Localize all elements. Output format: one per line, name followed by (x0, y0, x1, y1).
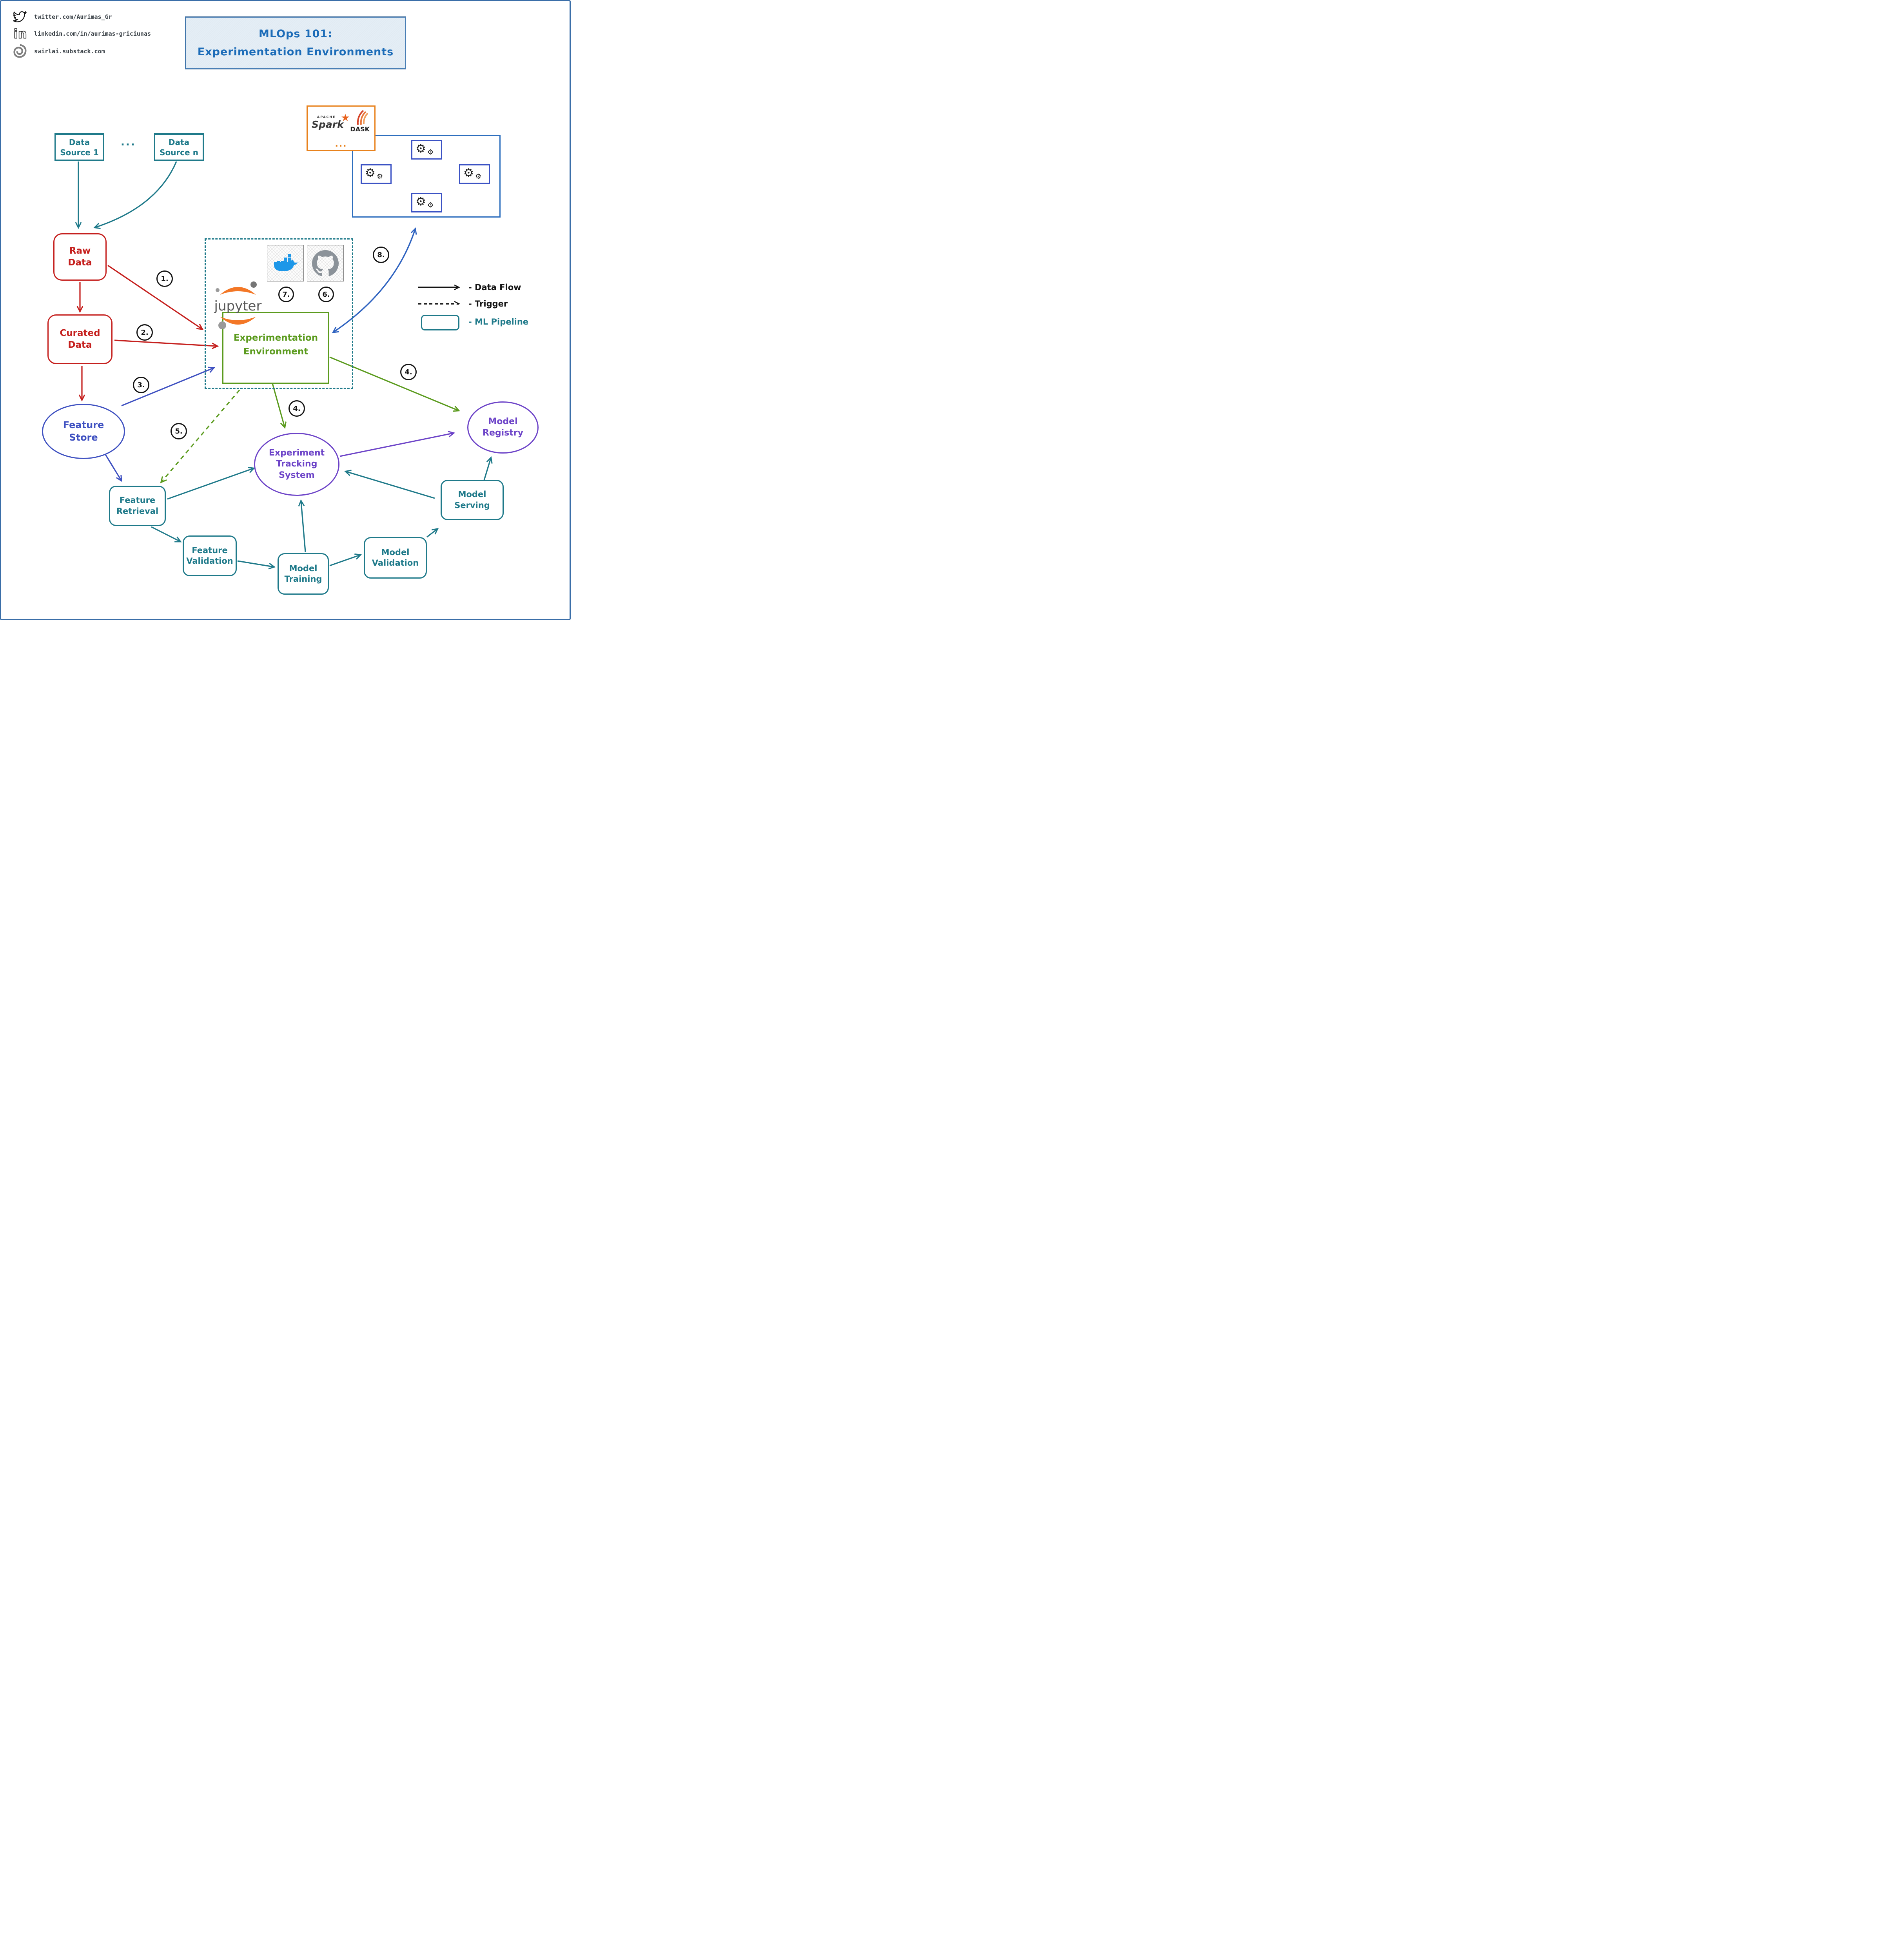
cluster-worker-right: ⚙ ⚙ (459, 164, 490, 184)
github-tile (307, 245, 344, 281)
tools-ellipsis: ... (335, 139, 347, 149)
cluster-worker-bottom: ⚙ ⚙ (411, 193, 442, 212)
node-data-source-n: Data Source n (154, 133, 204, 161)
dask-icon (357, 110, 368, 125)
cluster-worker-top: ⚙ ⚙ (411, 140, 442, 160)
step-badge-1: 1. (156, 270, 173, 287)
social-linkedin: in linkedin.com/in/aurimas-griciunas (12, 26, 151, 41)
gears-icon: ⚙ (365, 166, 376, 180)
arrow-curated-to-env (114, 339, 217, 346)
page-title-line2: Experimentation Environments (197, 45, 394, 58)
step-badge-8: 8. (373, 247, 389, 263)
dask-logo: DASK (350, 110, 370, 133)
arrow-retrieval-to-validation (151, 526, 180, 541)
github-icon (312, 250, 339, 276)
legend-ml-pipeline-shape (421, 315, 459, 330)
node-model-training: Model Training (278, 553, 329, 595)
node-feature-validation: Feature Validation (183, 535, 237, 576)
arrow-tracking-to-registry (339, 433, 453, 457)
sources-ellipsis: ... (121, 136, 136, 148)
arrow-training-to-modelval (329, 555, 360, 566)
docker-tile (267, 245, 304, 281)
gears-icon: ⚙ (416, 142, 426, 156)
data-source-n-label: Data (168, 137, 190, 147)
arrow-featurestore-to-retrieval (104, 454, 121, 480)
step-badge-2: 2. (136, 324, 153, 341)
arrow-sourcen-to-raw (95, 161, 177, 227)
docker-icon (274, 254, 298, 271)
arrow-serving-to-tracking (346, 472, 435, 499)
linkedin-icon: in (13, 26, 27, 41)
node-model-registry: Model Registry (467, 401, 539, 454)
social-substack-text: swirlai.substack.com (34, 48, 105, 55)
jupyter-dot-medium (250, 281, 257, 288)
social-substack: swirlai.substack.com (12, 44, 105, 59)
cluster-worker-left: ⚙ ⚙ (361, 164, 392, 184)
node-experiment-tracking-system: Experiment Tracking System (254, 433, 339, 496)
node-raw-data: Raw Data (53, 233, 107, 281)
compute-tools-box: APACHE Spark ★ DASK ... (307, 105, 376, 151)
jupyter-crescent-bottom (220, 317, 256, 325)
gear-small-icon: ⚙ (377, 172, 383, 181)
data-source-1-label: Data (69, 137, 90, 147)
arrow-raw-to-env (107, 265, 202, 329)
step-badge-4b: 4. (400, 364, 417, 380)
swirl-icon (13, 44, 27, 58)
legend-ml-pipeline-label: - ML Pipeline (468, 317, 529, 327)
step-badge-5: 5. (171, 423, 187, 439)
jupyter-wordmark: jupyter (214, 298, 262, 314)
jupyter-crescent-top (220, 287, 256, 295)
jupyter-logo: jupyter (210, 273, 265, 332)
spark-star-icon: ★ (341, 112, 350, 124)
svg-text:in: in (14, 26, 27, 41)
jupyter-dot-small (216, 288, 220, 292)
legend-trigger-label: - Trigger (468, 299, 508, 309)
node-data-source-1: Data Source 1 (54, 133, 104, 161)
node-model-serving: Model Serving (441, 480, 504, 520)
arrow-training-to-tracking (301, 501, 306, 552)
step-badge-4a: 4. (289, 400, 305, 417)
spark-logo: APACHE Spark ★ (312, 112, 350, 130)
gears-icon: ⚙ (416, 195, 426, 209)
node-feature-retrieval: Feature Retrieval (109, 486, 166, 526)
gear-small-icon: ⚙ (427, 148, 434, 156)
title-box: MLOps 101: Experimentation Environments (185, 16, 406, 69)
arrow-modelval-to-serving (426, 529, 437, 538)
node-feature-store: Feature Store (42, 404, 125, 459)
social-twitter: twitter.com/Aurimas_Gr (12, 10, 112, 24)
social-linkedin-text: linkedin.com/in/aurimas-griciunas (34, 30, 151, 37)
arrow-retrieval-to-tracking (167, 468, 253, 500)
page-title-line1: MLOps 101: (258, 27, 333, 40)
jupyter-dot-large (218, 321, 226, 329)
gears-icon: ⚙ (463, 166, 474, 180)
twitter-icon (13, 11, 27, 22)
node-model-validation: Model Validation (364, 537, 427, 579)
arrow-serving-to-registry (483, 458, 491, 481)
legend-symbols (418, 281, 465, 305)
node-curated-data: Curated Data (47, 314, 113, 364)
gear-small-icon: ⚙ (427, 201, 434, 209)
step-badge-3: 3. (133, 377, 149, 393)
gear-small-icon: ⚙ (475, 172, 482, 181)
step-badge-7: 7. (278, 287, 294, 302)
diagram-canvas: twitter.com/Aurimas_Gr in linkedin.com/i… (0, 0, 571, 620)
social-twitter-text: twitter.com/Aurimas_Gr (34, 13, 112, 20)
arrow-featval-to-training (237, 560, 274, 567)
legend-data-flow-label: - Data Flow (468, 283, 521, 292)
step-badge-6: 6. (318, 287, 334, 302)
